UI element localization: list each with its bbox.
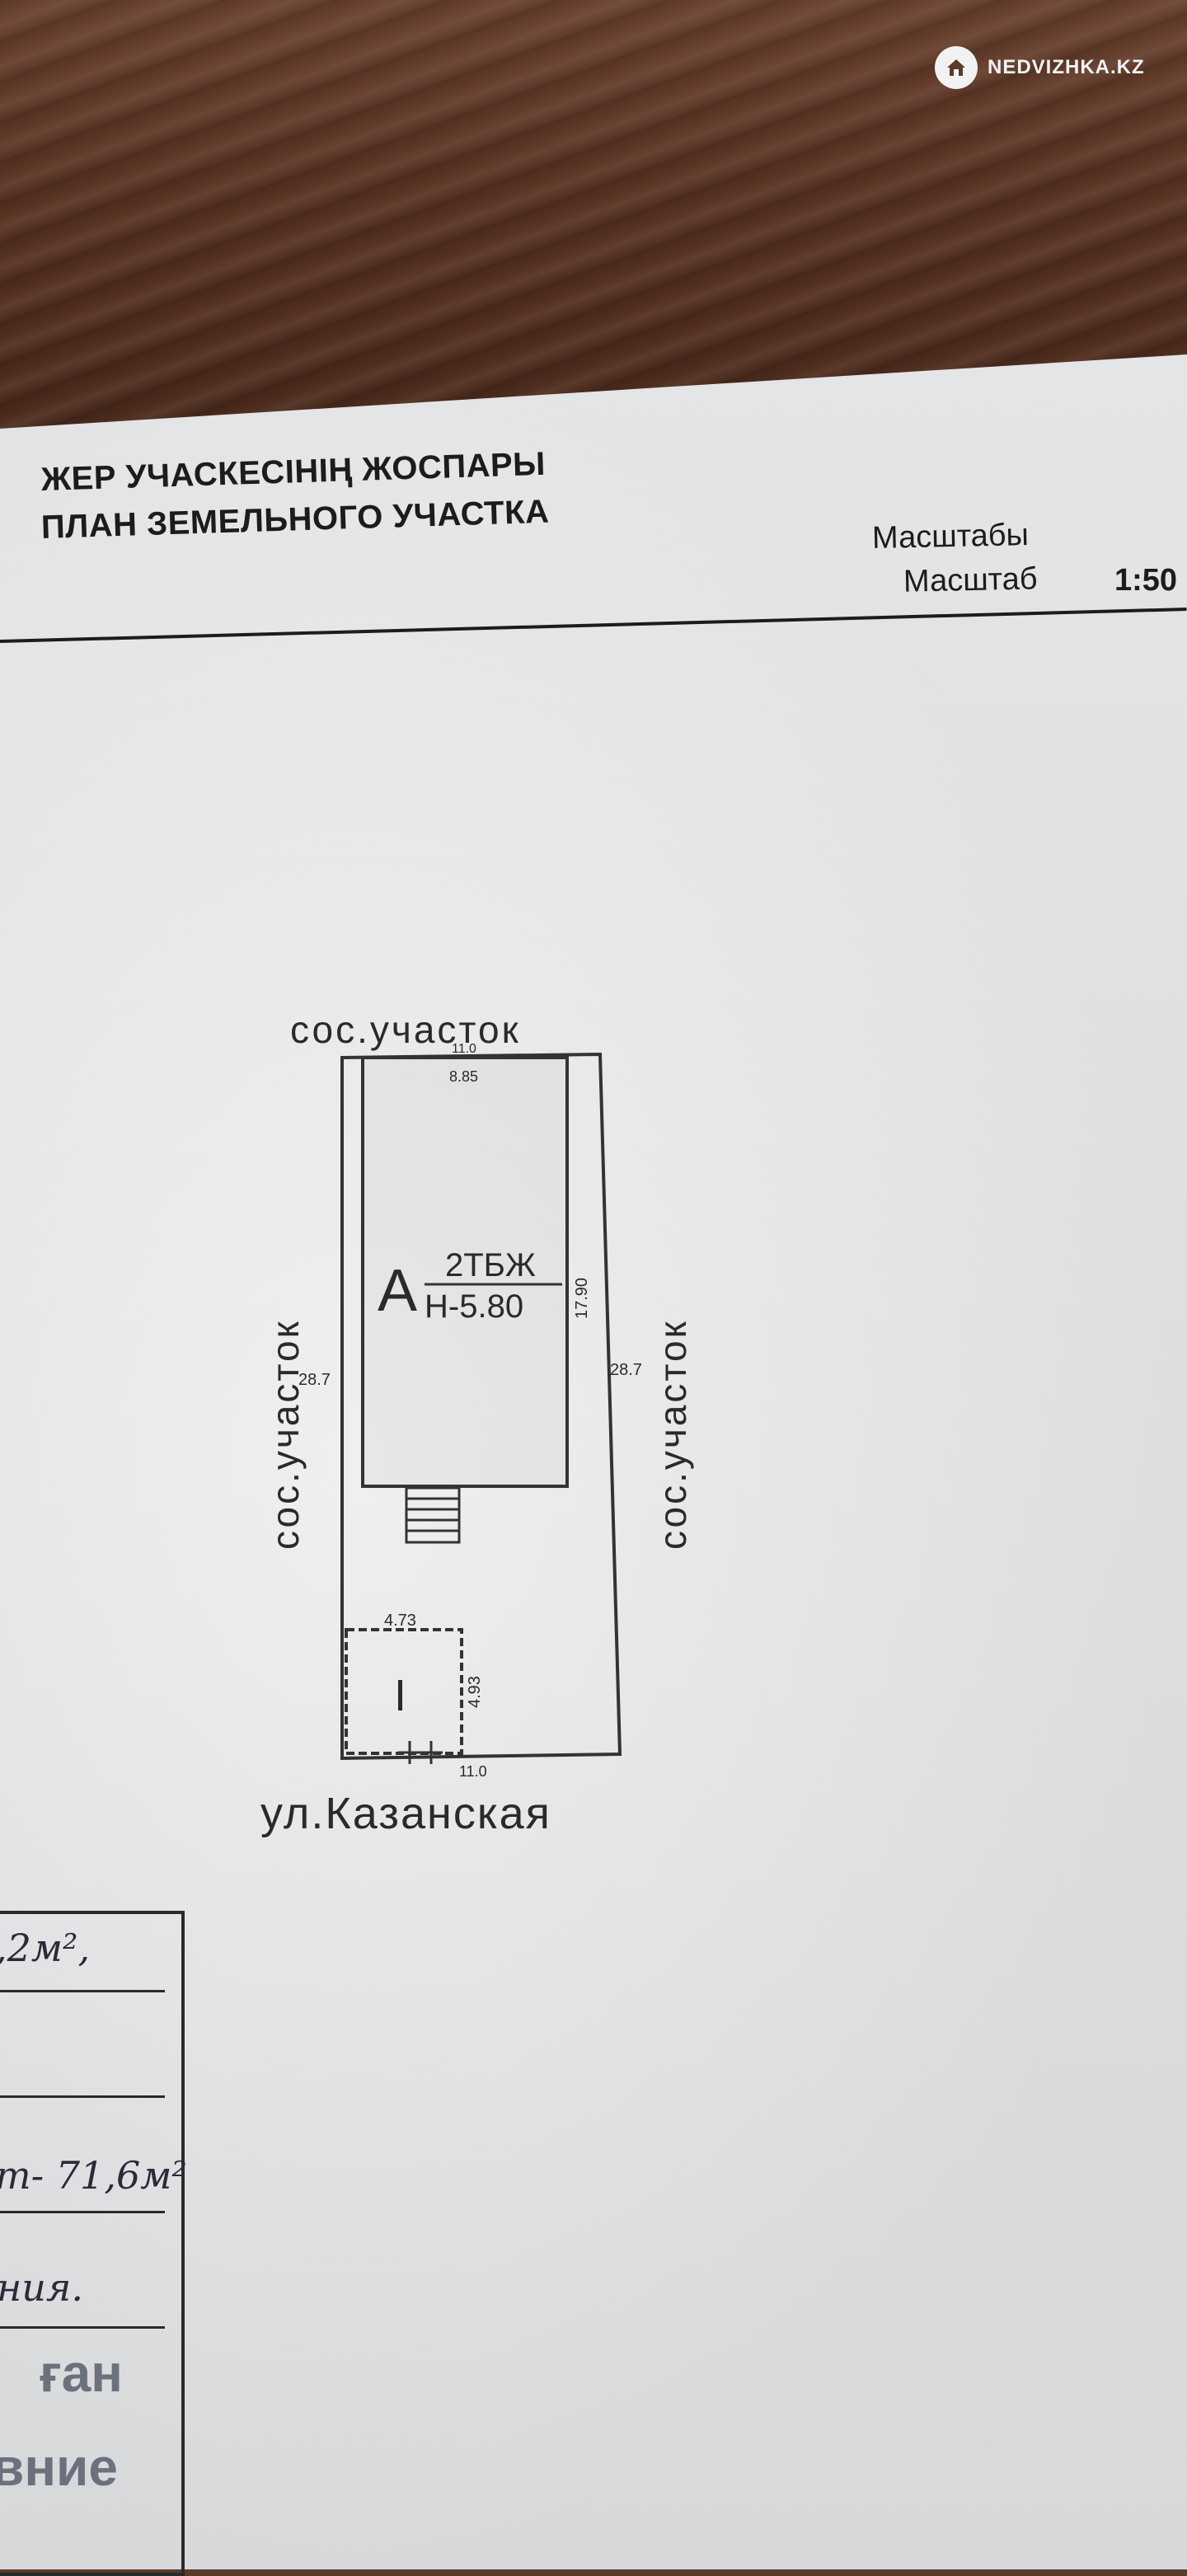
area-handwritten-1: ,2м², [0,1926,91,1970]
main-building [361,1056,569,1488]
left-length-dimension: 28.7 [298,1371,331,1389]
watermark: NEDVIZHKA.KZ [935,43,1145,92]
building-length-dimension: 17.90 [573,1278,591,1319]
entrance-stairs-icon [405,1486,461,1544]
scale-value: 1:50 [1114,563,1178,598]
street-label: ул.Казанская [260,1789,551,1838]
text-handwritten-3: ния. [0,2265,84,2310]
house-icon [935,46,978,89]
outbuilding-label: I [394,1671,406,1720]
outbuilding-length-dimension: 4.93 [466,1676,484,1708]
area-handwritten-2: т- 71,6м² [0,2153,187,2198]
stamp-text-2: вние [0,2438,118,2497]
bottom-width-dimension: 11.0 [459,1763,487,1780]
stamp-text-1: ған [40,2344,123,2403]
info-stamp-box: ,2м², т- 71,6м² ния. ған вние [0,1911,187,2576]
building-width-dimension: 8.85 [449,1068,478,1085]
west-neighbor-label: сос.участок [264,1319,307,1550]
document-sheet [0,354,1187,2569]
building-height: Н-5.80 [425,1288,523,1325]
building-letter: А [378,1258,417,1324]
right-length-dimension: 28.7 [610,1361,642,1379]
building-material: 2ТБЖ [445,1247,536,1283]
plot-boundary [340,1052,622,1761]
top-width-dimension: 11.0 [452,1042,476,1056]
watermark-text: NEDVIZHKA.KZ [988,56,1145,78]
outbuilding-width-dimension: 4.73 [384,1612,416,1630]
east-neighbor-label: сос.участок [651,1319,694,1550]
north-neighbor-label: сос.участок [290,1008,521,1051]
